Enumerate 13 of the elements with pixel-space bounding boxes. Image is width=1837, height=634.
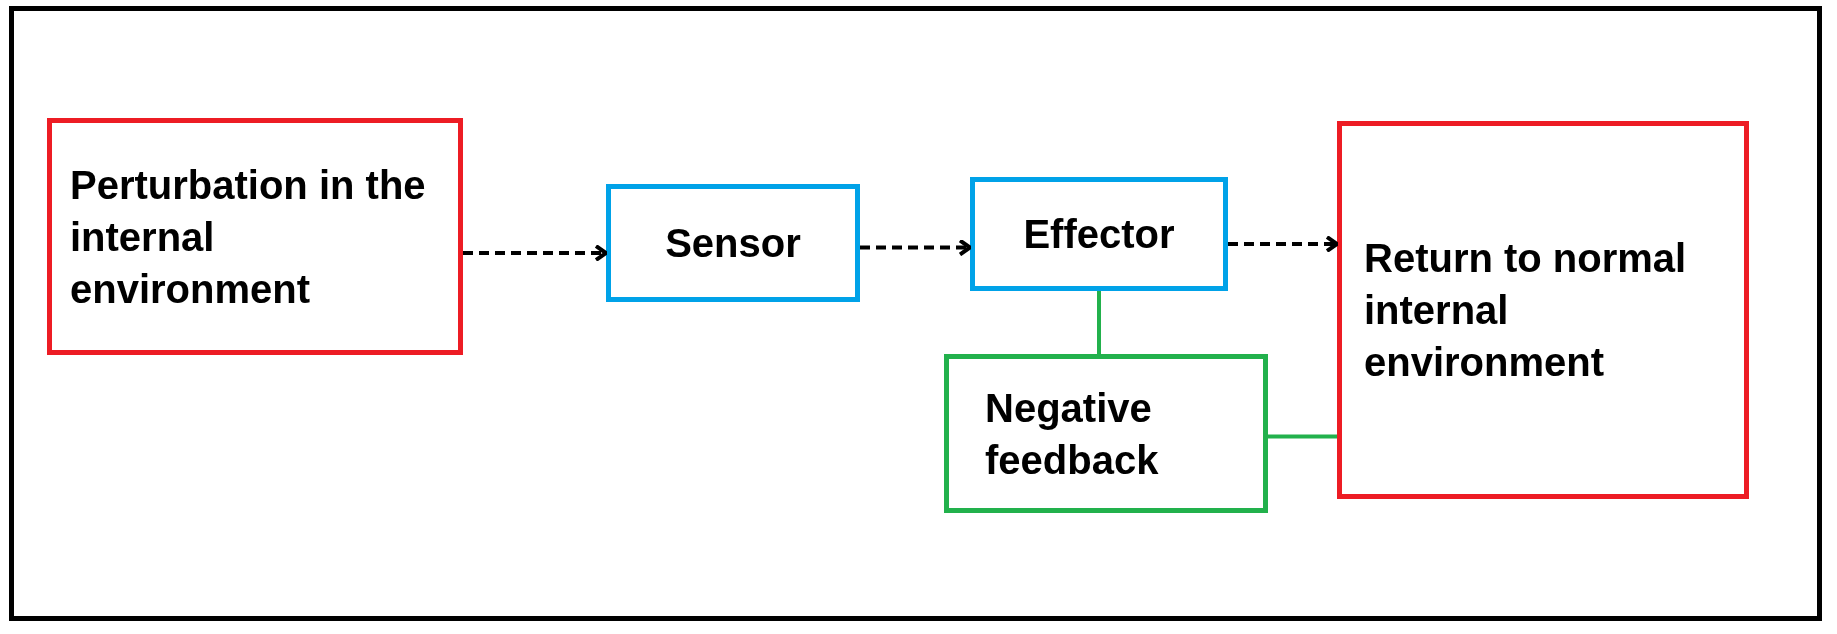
arrow (860, 238, 972, 257)
arrow (463, 244, 608, 262)
process-box (944, 354, 1268, 513)
box-label: Perturbation in the internal environment (70, 161, 427, 313)
process-box (606, 184, 860, 302)
arrow (1228, 235, 1339, 253)
box-label: Negative feedback (985, 384, 1160, 484)
process-box (970, 177, 1228, 291)
box-label: Return to normal internal environment (1364, 235, 1688, 386)
process-box (47, 118, 463, 355)
box-label: Effector (1023, 211, 1175, 258)
process-box (1337, 121, 1749, 499)
box-label: Sensor (665, 220, 801, 267)
